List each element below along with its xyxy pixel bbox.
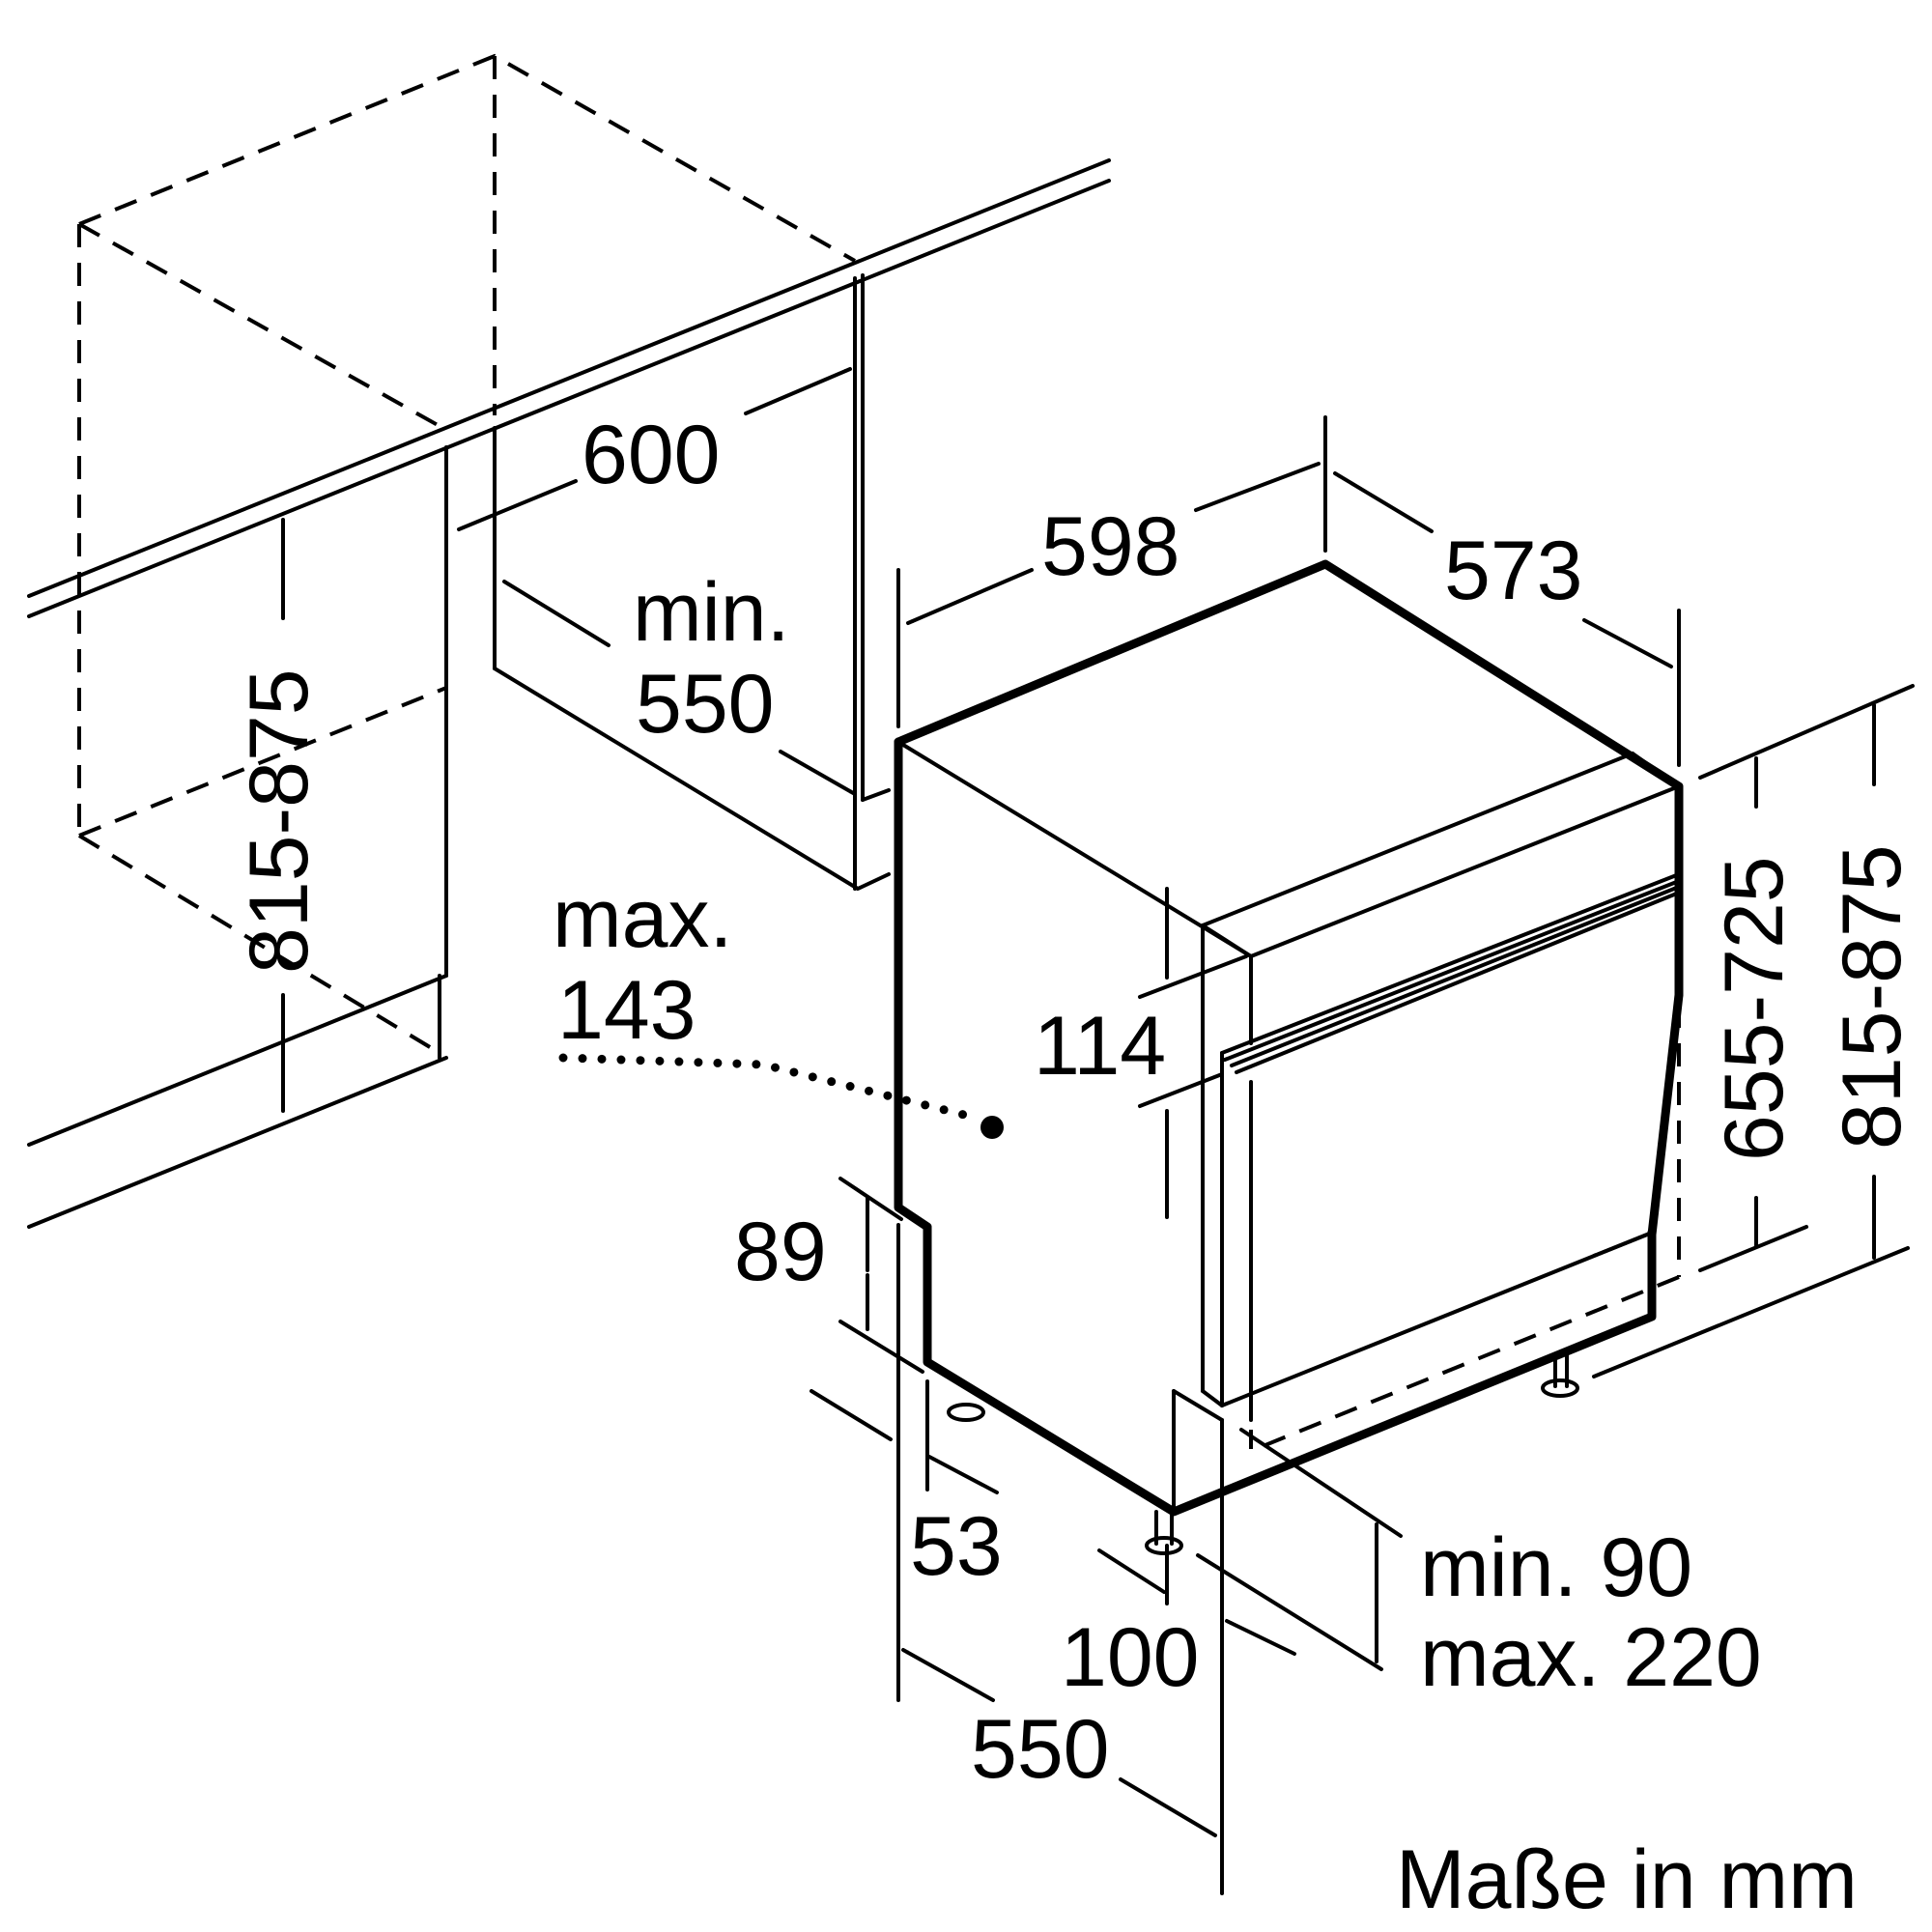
worktop — [27, 158, 1111, 618]
floor-lines — [27, 974, 448, 1229]
decor-panel-point — [980, 1116, 1004, 1139]
label-depth-550: 550 — [971, 1703, 1110, 1796]
label-niche-height: 815-875 — [233, 668, 326, 974]
units-note: Maße in mm — [1396, 1833, 1858, 1926]
label-decor-max-value: 143 — [557, 964, 696, 1057]
label-decor-max: max. — [553, 872, 732, 965]
label-height-815-875: 815-875 — [1826, 844, 1918, 1150]
label-niche-depth-value: 550 — [636, 658, 775, 751]
neighbour-cabinet-outline — [77, 53, 856, 1055]
label-offset-100: 100 — [1061, 1611, 1200, 1704]
label-plinth-89: 89 — [734, 1206, 827, 1298]
dimension-lines — [280, 367, 1915, 1895]
label-offset-53: 53 — [910, 1500, 1003, 1593]
label-niche-depth-min: min. — [633, 566, 789, 659]
dishwasher — [894, 559, 1684, 1555]
niche-side-panels — [444, 273, 891, 978]
label-height-655-725: 655-725 — [1708, 856, 1801, 1161]
label-panel-height: 114 — [1034, 1000, 1166, 1093]
label-appliance-depth: 573 — [1444, 525, 1583, 617]
label-appliance-width: 598 — [1041, 500, 1180, 593]
label-niche-width: 600 — [582, 409, 721, 501]
label-plinth-range-min: min. 90 — [1420, 1521, 1692, 1614]
label-plinth-range-max: max. 220 — [1420, 1611, 1762, 1704]
